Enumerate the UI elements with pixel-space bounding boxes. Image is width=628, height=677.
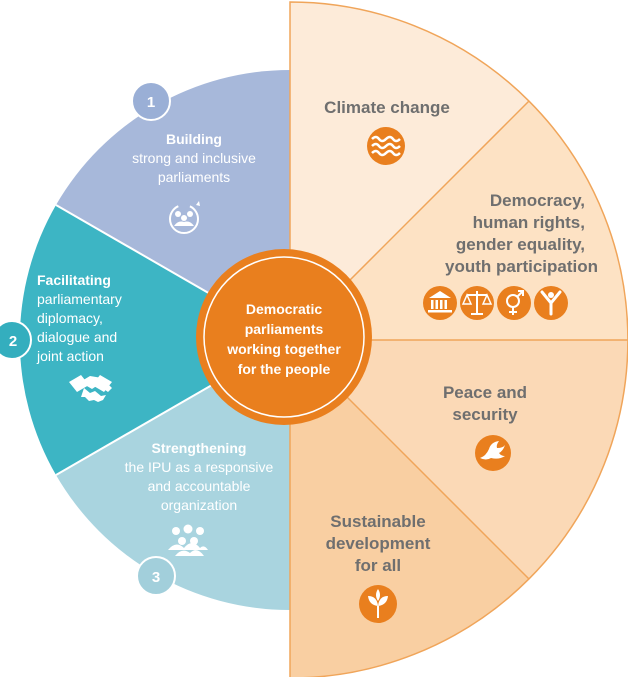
center-circle: Democratic parliaments working together …	[196, 249, 372, 425]
democracy-line-2: human rights,	[473, 213, 585, 232]
segment-facilitating	[19, 205, 291, 475]
democracy-line-1: Democracy,	[490, 191, 585, 210]
center-text: Democratic parliaments working together …	[226, 301, 341, 377]
number-badge-3: 3	[136, 556, 176, 596]
strengthening-line-2: and accountable	[148, 478, 251, 494]
democracy-label: Democracy, human rights, gender equality…	[445, 191, 598, 276]
facilitating-line-3: dialogue and	[37, 329, 117, 345]
building-label: Building strong and inclusive parliament…	[132, 131, 256, 185]
youth-icon	[534, 286, 568, 320]
dove-icon	[475, 435, 511, 471]
segment-sustainable-development	[290, 340, 529, 677]
building-line-1: strong and inclusive	[132, 150, 256, 166]
center-inner-ring	[203, 256, 365, 418]
strengthening-line-1: the IPU as a responsive	[125, 459, 274, 475]
facilitating-line-1: parliamentary	[37, 291, 122, 307]
building-line-2: parliaments	[158, 169, 230, 185]
sustainable-line-3: for all	[355, 556, 401, 575]
handshake-icon	[69, 375, 112, 402]
waves-icon	[367, 127, 405, 165]
peace-security-label: Peace and security	[443, 383, 527, 424]
facilitating-line-2: diplomacy,	[37, 310, 103, 326]
segment-democracy	[290, 101, 628, 340]
segment-peace-security	[290, 340, 628, 579]
climate-change-label: Climate change	[324, 98, 450, 117]
badge-1-number: 1	[147, 94, 155, 111]
center-outer	[196, 249, 372, 425]
gender-icon	[497, 286, 531, 320]
sustainable-label: Sustainable development for all	[326, 512, 431, 575]
number-badge-1: 1	[131, 81, 171, 121]
right-segments	[289, 1, 628, 677]
badge-3-number: 3	[152, 569, 160, 586]
facilitating-heading: Facilitating	[37, 272, 111, 288]
plant-icon	[359, 585, 397, 623]
center-line-3: working together	[226, 341, 341, 357]
strengthening-label: Strengthening the IPU as a responsive an…	[125, 440, 274, 513]
people-cycle-icon	[169, 201, 200, 234]
center-line-2: parliaments	[245, 321, 324, 337]
number-badge-2: 2	[0, 320, 32, 360]
sustainable-line-1: Sustainable	[330, 512, 425, 531]
democracy-line-3: gender equality,	[456, 235, 585, 254]
facilitating-line-4: joint action	[36, 348, 104, 364]
strengthening-line-3: organization	[161, 497, 237, 513]
building-heading: Building	[166, 131, 222, 147]
strengthening-heading: Strengthening	[152, 440, 247, 456]
parliament-building-icon	[423, 286, 457, 320]
facilitating-label: Facilitating parliamentary diplomacy, di…	[36, 272, 122, 364]
peace-line-2: security	[452, 405, 518, 424]
climate-change-heading: Climate change	[324, 98, 450, 117]
democracy-line-4: youth participation	[445, 257, 598, 276]
scales-icon	[460, 286, 494, 320]
center-line-4: for the people	[238, 361, 331, 377]
center-line-1: Democratic	[246, 301, 322, 317]
segment-climate-change	[290, 2, 529, 340]
peace-line-1: Peace and	[443, 383, 527, 402]
badge-2-number: 2	[9, 333, 17, 350]
sustainable-line-2: development	[326, 534, 431, 553]
group-icon	[168, 524, 208, 556]
